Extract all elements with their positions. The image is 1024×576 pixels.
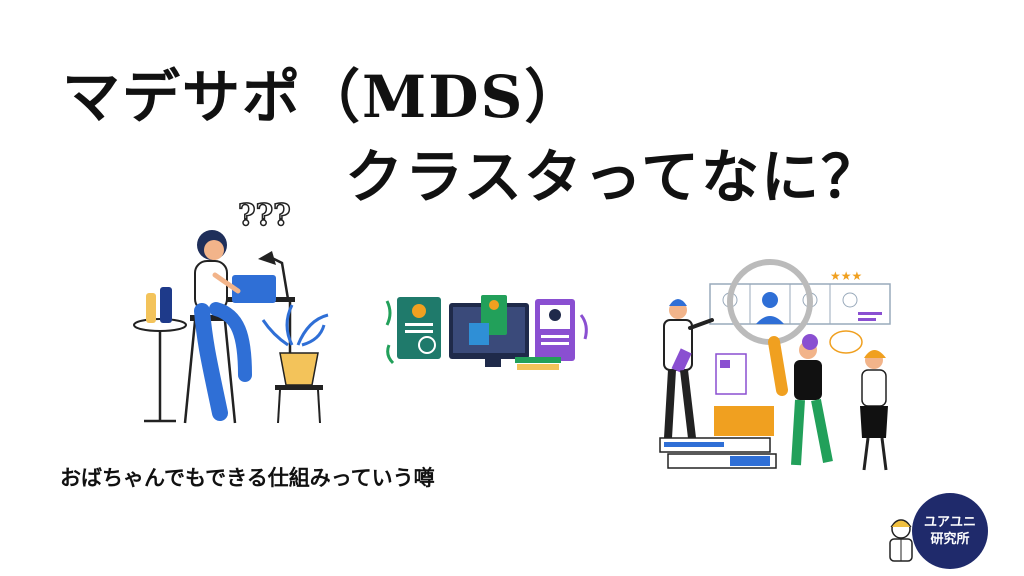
caption-text: おばちゃんでもできる仕組みっていう噂 — [60, 465, 435, 490]
badge-line-2: 研究所 — [930, 532, 970, 547]
woman-at-laptop-illustration: ??? — [133, 197, 329, 424]
badge-line-1: ユアユニ — [923, 515, 976, 530]
resumes-monitor-illustration — [385, 295, 588, 370]
title-line-1: マデサポ（MDS） — [62, 63, 585, 131]
researcher-figure-icon — [889, 519, 913, 562]
lab-badge: ユアユニ 研究所 — [912, 493, 988, 569]
rating-stars: ★★★ — [830, 269, 862, 283]
question-marks: ??? — [238, 198, 291, 233]
team-magnifier-illustration: ★★★ — [659, 259, 891, 471]
title-line-2: クラスタってなに？ — [345, 143, 881, 211]
